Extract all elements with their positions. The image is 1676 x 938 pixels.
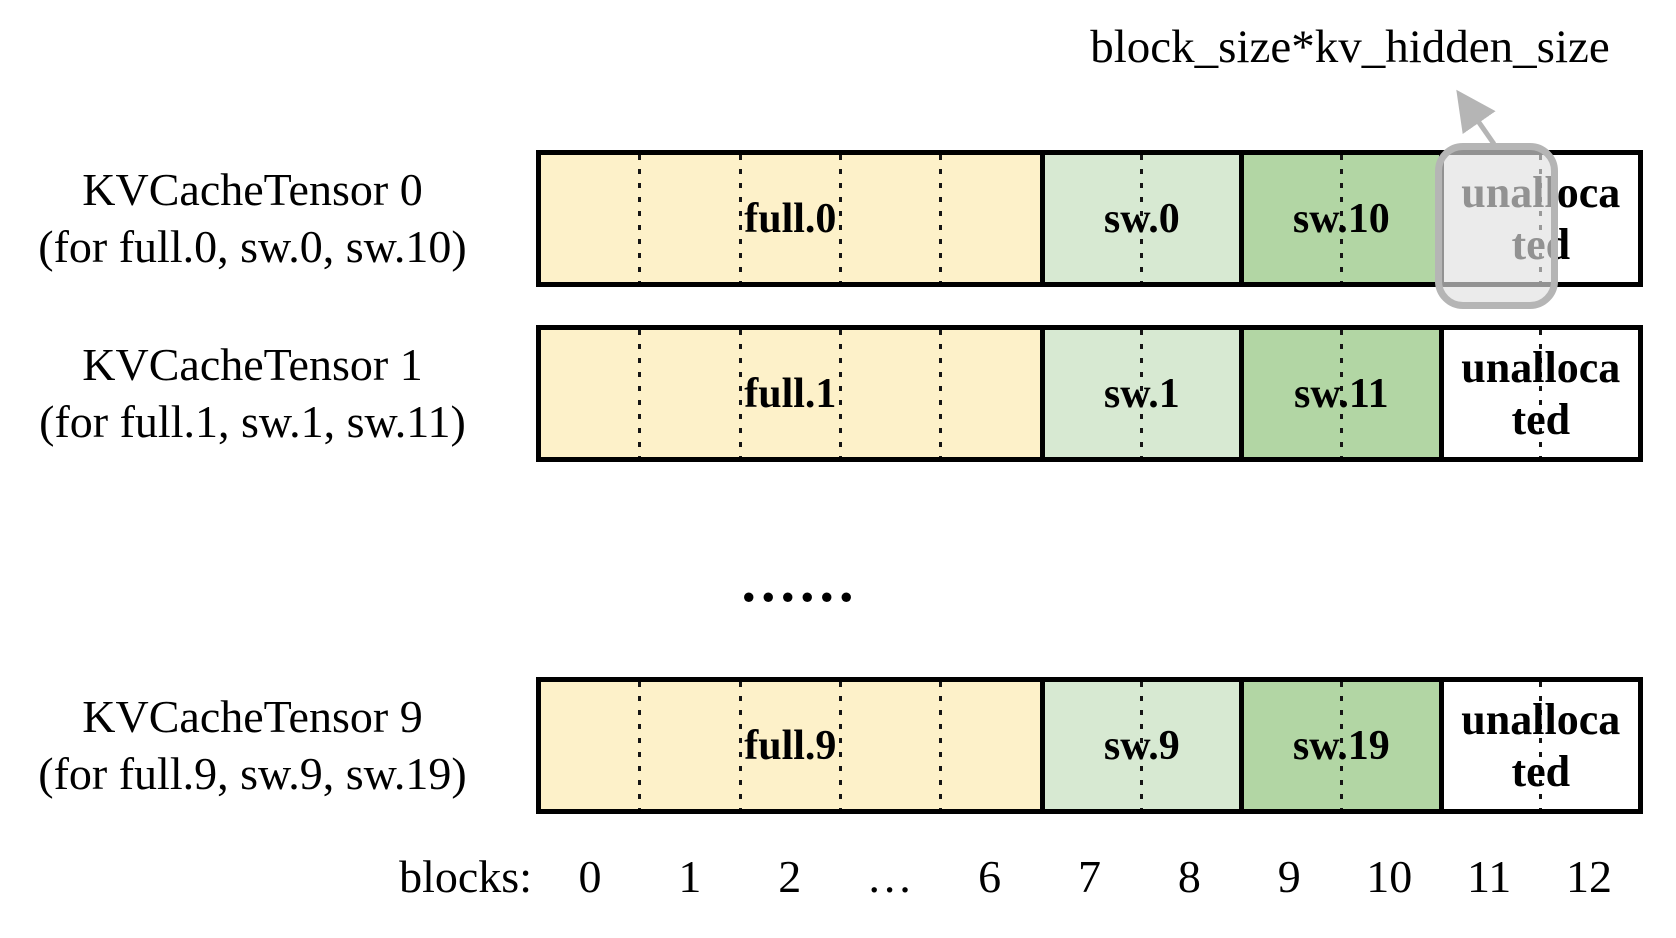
full-attention-region: full.0: [541, 155, 1040, 282]
kv-cache-tensor-bar: full.0 sw.0 sw.10 unalloca ted: [536, 143, 1643, 309]
full-attention-region: full.9: [541, 682, 1040, 809]
block-divider: [738, 155, 742, 282]
full-attention-region: full.1: [541, 330, 1040, 457]
block-cell: [541, 155, 638, 282]
sliding-window-region: sw.1: [1039, 330, 1240, 457]
block-divider: [939, 682, 943, 809]
block-divider: [939, 330, 943, 457]
annotation-arrow: [1456, 89, 1497, 146]
block-cell: [541, 330, 638, 457]
block-cell: [742, 155, 839, 282]
highlighted-block-overlay: [1435, 143, 1558, 309]
block-divider: [1539, 330, 1543, 457]
block-index: 11: [1466, 851, 1512, 902]
block-divider: [939, 155, 943, 282]
block-index: 7: [1077, 851, 1101, 902]
sliding-window-region: sw.0: [1039, 155, 1240, 282]
sliding-window-region: sw.11: [1239, 330, 1439, 457]
block-index: 1: [678, 851, 702, 902]
block-cell: [1244, 330, 1340, 457]
unallocated-region: unalloca ted: [1438, 330, 1638, 457]
annotation-label: block_size*kv_hidden_size: [1090, 21, 1610, 73]
block-cell: [1045, 330, 1141, 457]
block-divider: [1339, 155, 1343, 282]
block-divider: [838, 330, 842, 457]
tensor-title: KVCacheTensor 1: [82, 339, 423, 391]
tensor-title: KVCacheTensor 9: [82, 691, 423, 743]
block-index: 10: [1366, 851, 1413, 902]
tensor-row-label: KVCacheTensor 0 (for full.0, sw.0, sw.10…: [0, 150, 505, 287]
block-cell: [641, 682, 738, 809]
blocks-axis-caption: blocks:: [399, 851, 532, 902]
block-divider: [838, 682, 842, 809]
block-cell: [1444, 330, 1540, 457]
block-cell: [1542, 682, 1638, 809]
block-cell: [842, 330, 939, 457]
block-divider: [638, 155, 642, 282]
unallocated-region: unalloca ted: [1438, 682, 1638, 809]
block-divider: [1140, 155, 1144, 282]
block-cell: [842, 682, 939, 809]
block-divider: [638, 330, 642, 457]
block-cell: [942, 682, 1039, 809]
block-divider: [638, 682, 642, 809]
block-index: 0: [578, 851, 602, 902]
block-divider: [1140, 330, 1144, 457]
block-cell: [1343, 155, 1439, 282]
block-cell: [1143, 682, 1239, 809]
kv-cache-tensor-bar: full.9 sw.9 sw.19 unalloca ted: [536, 677, 1643, 814]
block-divider: [738, 330, 742, 457]
tensor-row-label: KVCacheTensor 1 (for full.1, sw.1, sw.11…: [0, 325, 505, 462]
rows-ellipsis: ......: [741, 549, 859, 614]
block-cell: [641, 155, 738, 282]
block-cell: [942, 330, 1039, 457]
block-cell: [1244, 682, 1340, 809]
block-cell: [1244, 155, 1340, 282]
tensor-title: KVCacheTensor 0: [82, 164, 423, 216]
block-index: 9: [1277, 851, 1301, 902]
block-divider: [1339, 682, 1343, 809]
block-index: 12: [1566, 851, 1613, 902]
block-index: 6: [978, 851, 1002, 902]
block-cell: [1343, 682, 1439, 809]
block-index: 8: [1177, 851, 1201, 902]
sliding-window-region: sw.19: [1239, 682, 1439, 809]
block-cell: [1045, 155, 1141, 282]
kv-cache-tensor-bar: full.1 sw.1 sw.11 unalloca ted: [536, 325, 1643, 462]
block-cell: [1143, 330, 1239, 457]
block-divider: [1339, 330, 1343, 457]
block-cell: [641, 330, 738, 457]
block-cell: [742, 682, 839, 809]
tensor-subtitle: (for full.1, sw.1, sw.11): [39, 395, 466, 447]
block-cell: [942, 155, 1039, 282]
block-cell: [1143, 155, 1239, 282]
block-divider: [738, 682, 742, 809]
block-cell: [742, 330, 839, 457]
block-cell: [1542, 330, 1638, 457]
block-divider: [1140, 682, 1144, 809]
block-divider: [1539, 682, 1543, 809]
blocks-axis: 0 1 2 … 6 7 8 9 10 11 12: [540, 850, 1639, 904]
block-cell: [1045, 682, 1141, 809]
tensor-subtitle: (for full.0, sw.0, sw.10): [38, 220, 467, 272]
block-cell: [1444, 682, 1540, 809]
block-cell: [842, 155, 939, 282]
block-index-ellipsis: …: [866, 851, 913, 902]
block-cell: [1343, 330, 1439, 457]
block-divider: [838, 155, 842, 282]
tensor-row-label: KVCacheTensor 9 (for full.9, sw.9, sw.19…: [0, 677, 505, 814]
block-cell: [541, 682, 638, 809]
sliding-window-region: sw.10: [1239, 155, 1439, 282]
block-index: 2: [778, 851, 802, 902]
sliding-window-region: sw.9: [1039, 682, 1240, 809]
tensor-subtitle: (for full.9, sw.9, sw.19): [38, 747, 467, 799]
